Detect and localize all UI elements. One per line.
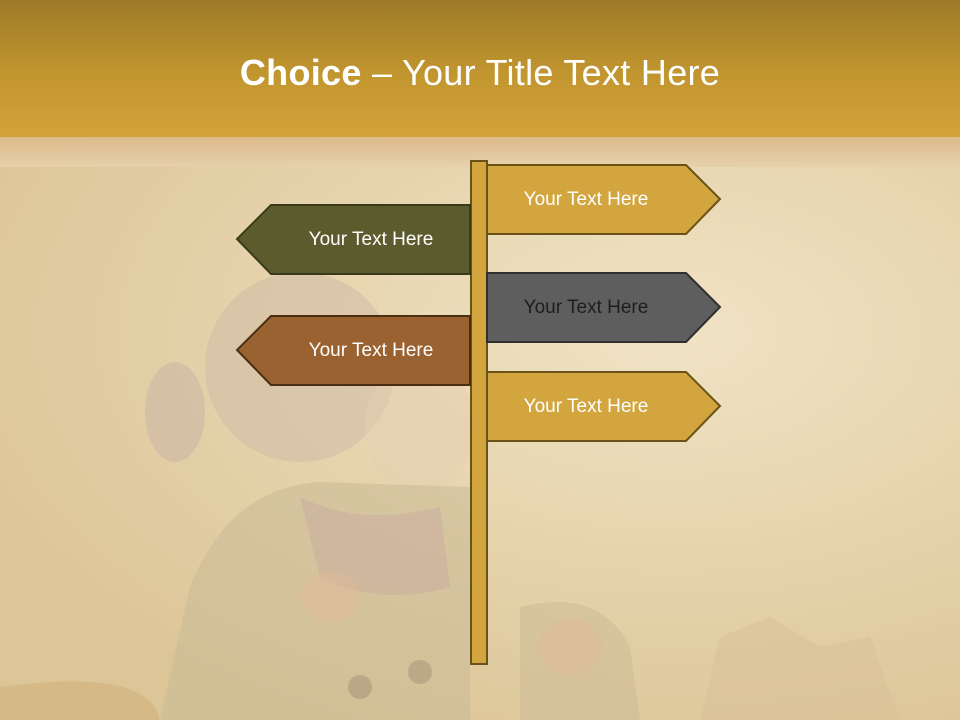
sign-right-2: Your Text Here: [486, 272, 722, 344]
face-shape: [365, 362, 475, 492]
sign-label: Your Text Here: [308, 229, 434, 250]
title-bar: Choice – Your Title Text Here: [0, 0, 960, 137]
slide-title: Choice – Your Title Text Here: [0, 52, 960, 94]
sign-left-2: Your Text Here: [235, 315, 471, 387]
sign-label: Your Text Here: [308, 340, 434, 361]
title-bold: Choice: [239, 52, 362, 93]
sign-right-3: Your Text Here: [486, 371, 722, 443]
sign-right-1: Your Text Here: [486, 164, 722, 236]
sign-left-1: Your Text Here: [235, 204, 471, 276]
title-rest: – Your Title Text Here: [361, 52, 721, 93]
hat-tassel: [145, 362, 205, 462]
sign-label: Your Text Here: [523, 189, 649, 210]
sign-label: Your Text Here: [523, 396, 649, 417]
sign-label: Your Text Here: [523, 297, 649, 318]
